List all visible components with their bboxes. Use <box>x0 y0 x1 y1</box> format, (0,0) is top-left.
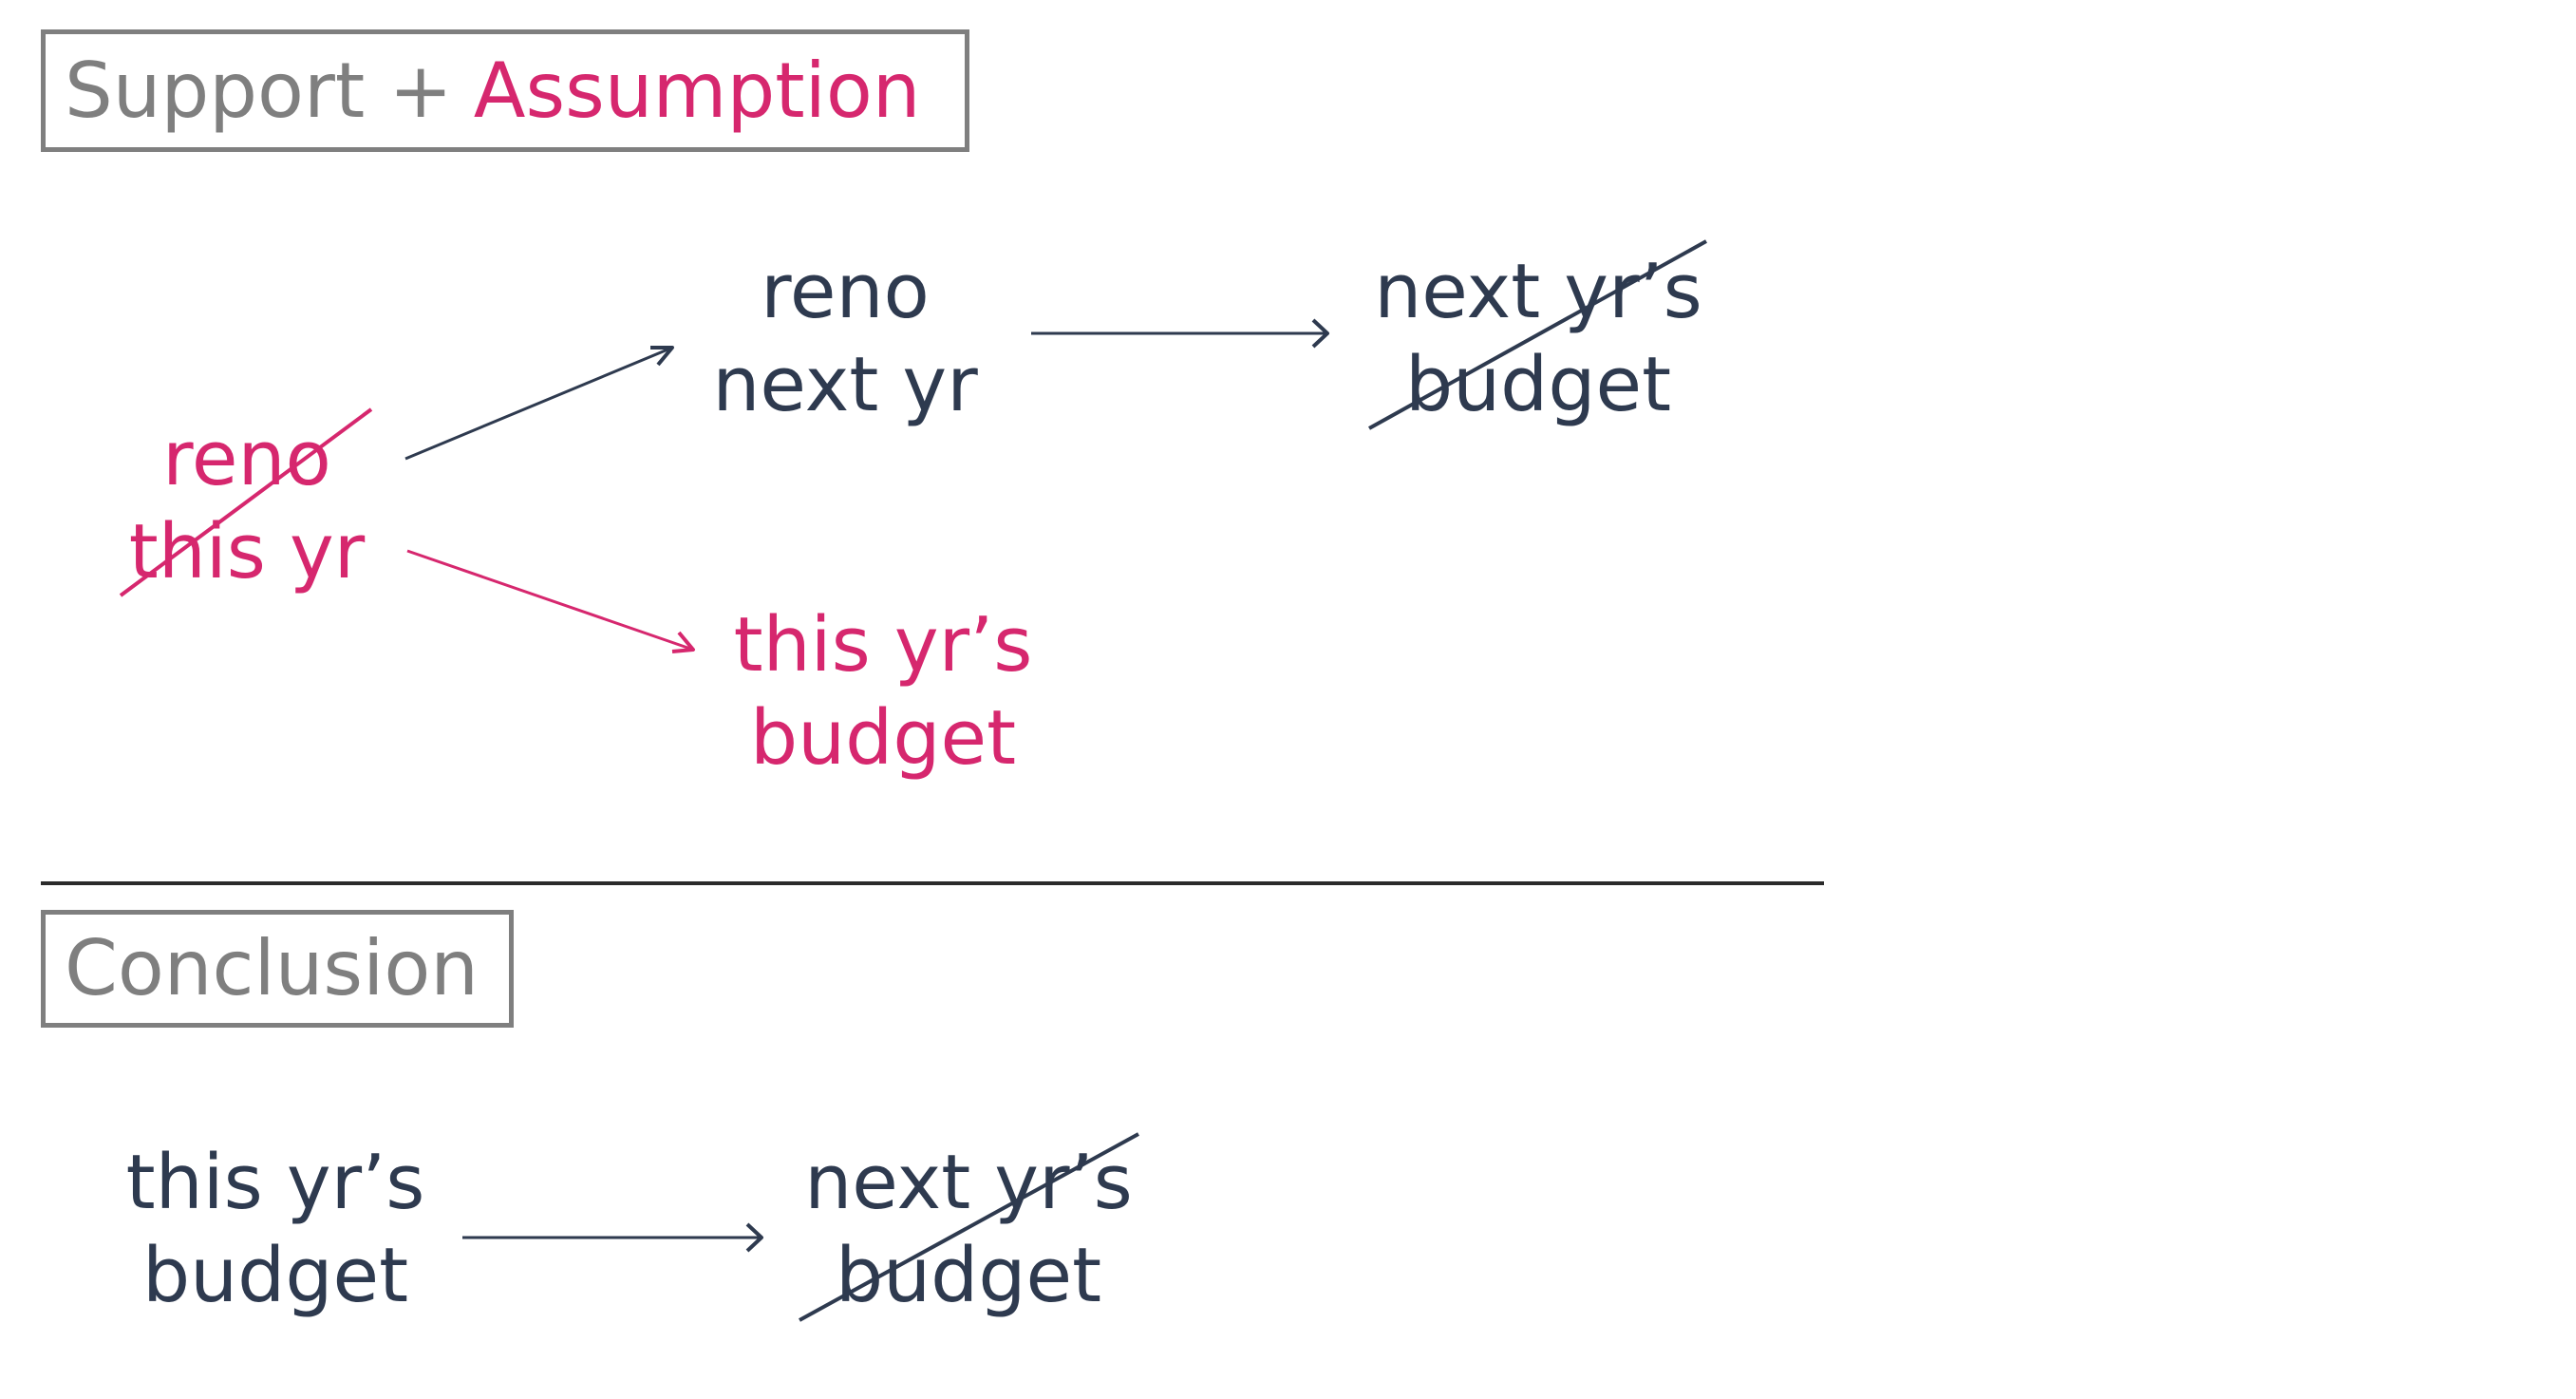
node-line: next yr’s <box>804 1139 1133 1226</box>
support-label-text: Support + <box>65 46 453 135</box>
conclusion-label: Conclusion <box>41 910 514 1028</box>
arrow-conclusion <box>462 1222 763 1253</box>
assumption-label-text: Assumption <box>473 46 921 135</box>
arrow-reno-this-to-reno-next <box>404 346 674 461</box>
node-line: reno <box>761 248 930 335</box>
node-line: this yr <box>128 508 366 596</box>
node-line: budget <box>749 694 1017 782</box>
node-line: this yr’s <box>733 601 1033 689</box>
arrow-reno-this-to-this-budget <box>406 549 695 653</box>
arrow-reno-next-to-next-budget <box>1031 318 1329 349</box>
node-reno-next-yr: reno next yr <box>684 245 1006 431</box>
node-line: next yr <box>712 341 978 428</box>
node-this-yrs-budget: this yr’s budget <box>693 598 1073 785</box>
strike-next-yrs-budget <box>1368 239 1707 430</box>
support-assumption-label: Support + Assumption <box>41 29 969 152</box>
node-conclusion-this-yrs-budget: this yr’s budget <box>85 1136 465 1322</box>
node-line: next yr’s <box>1374 248 1702 335</box>
node-line: this yr’s <box>125 1139 425 1226</box>
strike-conclusion-next-yrs-budget <box>799 1132 1139 1322</box>
strike-reno-this-yr <box>119 407 373 597</box>
conclusion-label-text: Conclusion <box>65 924 479 1012</box>
node-line: budget <box>141 1232 409 1319</box>
